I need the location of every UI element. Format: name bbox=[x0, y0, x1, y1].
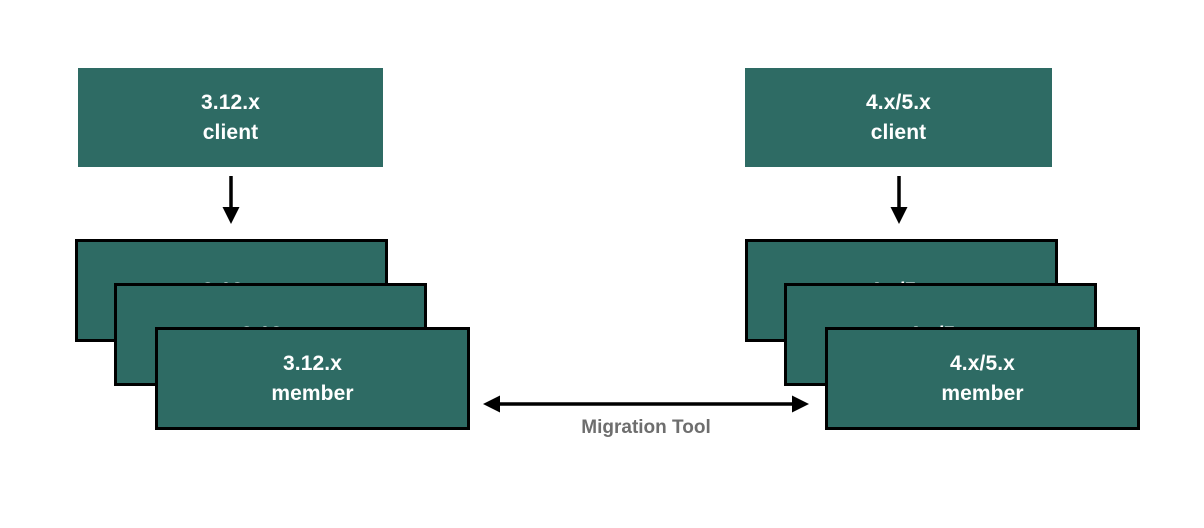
left-member-front-line2: member bbox=[271, 381, 354, 405]
migration-bidirectional-arrow bbox=[482, 392, 810, 416]
right-client-line2: client bbox=[870, 120, 927, 144]
right-client-to-member-arrow bbox=[886, 176, 912, 226]
left-client-line2: client bbox=[202, 120, 259, 144]
right-client-line1: 4.x/5.x bbox=[866, 90, 931, 114]
right-member-front-line2: member bbox=[941, 381, 1024, 405]
left-client-line1: 3.12.x bbox=[201, 90, 260, 114]
left-client-to-member-arrow bbox=[218, 176, 244, 226]
left-client-box: 3.12.x client bbox=[78, 68, 383, 167]
left-member-box-front: 3.12.x member bbox=[155, 327, 470, 430]
right-member-front-line1: 4.x/5.x bbox=[950, 351, 1015, 375]
right-member-box-front: 4.x/5.x member bbox=[825, 327, 1140, 430]
migration-tool-label: Migration Tool bbox=[581, 417, 711, 438]
left-member-front-line1: 3.12.x bbox=[283, 351, 342, 375]
right-client-box: 4.x/5.x client bbox=[745, 68, 1052, 167]
